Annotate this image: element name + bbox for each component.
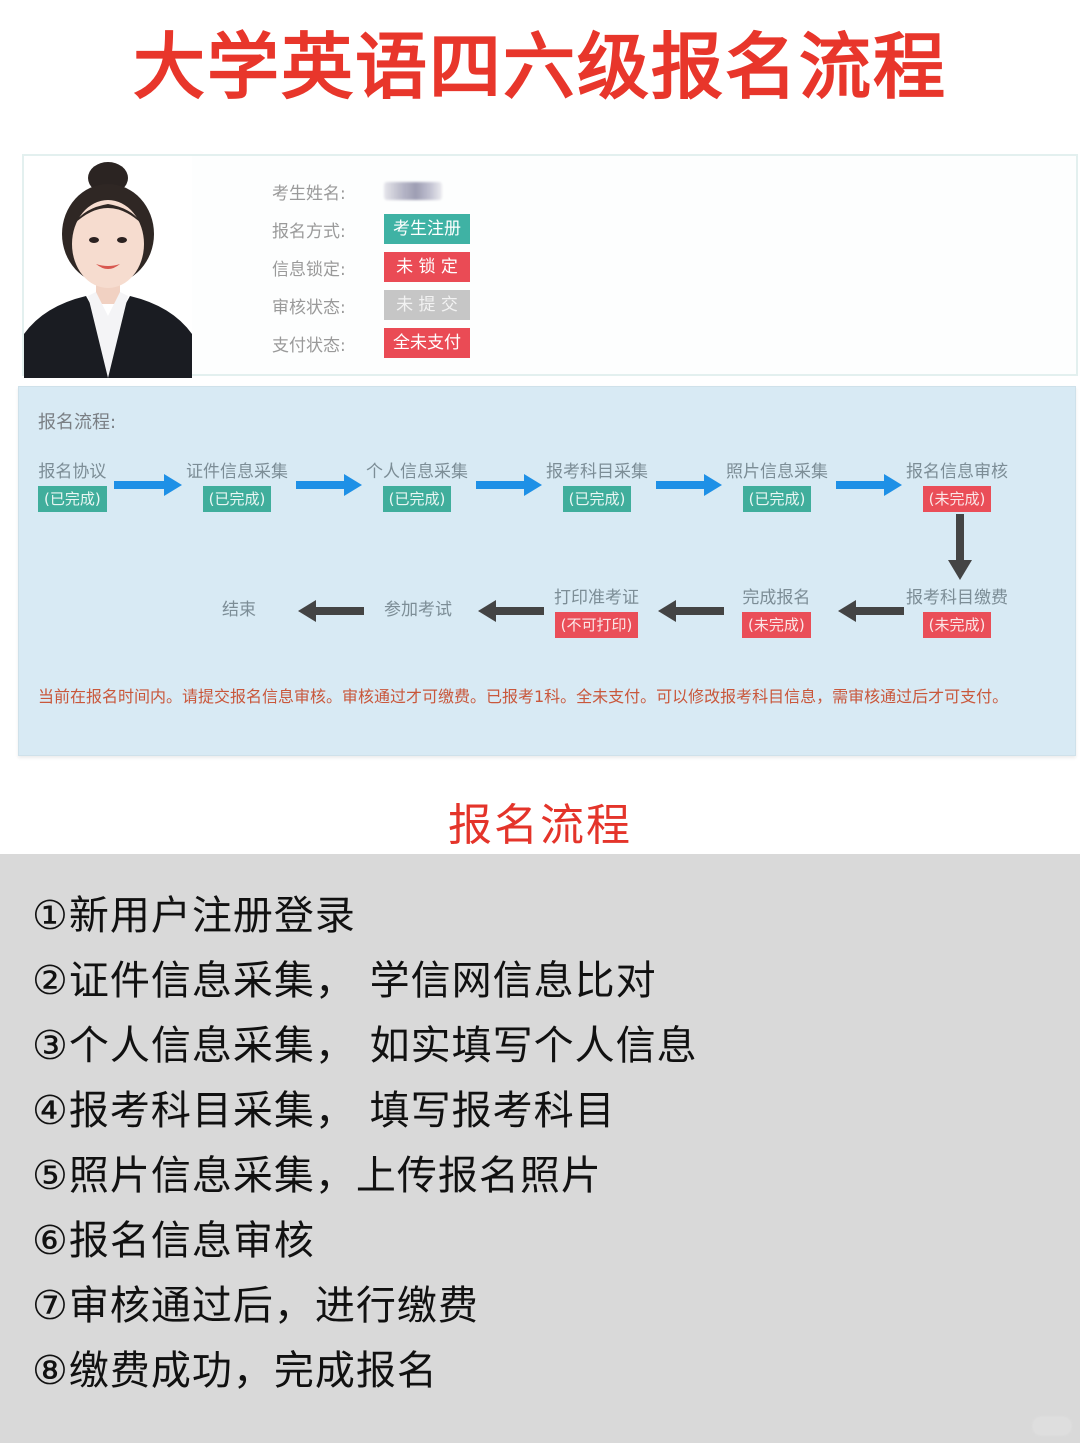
- step-label: 打印准考证: [554, 588, 639, 608]
- candidate-name-blurred: [384, 182, 442, 200]
- list-item: ①新用户注册登录: [32, 893, 356, 939]
- info-row-review-status: 审核状态: 未 提 交: [272, 286, 470, 324]
- info-row-name: 考生姓名:: [272, 172, 470, 210]
- step-agreement[interactable]: 报名协议 (已完成): [38, 460, 107, 512]
- person-photo-icon: [24, 156, 192, 378]
- steps-section-bg: [0, 854, 1080, 1443]
- list-item: ⑥报名信息审核: [32, 1218, 315, 1264]
- arrow-right-icon: [114, 474, 182, 496]
- step-list: ①新用户注册登录 ②证件信息采集， 学信网信息比对 ③个人信息采集， 如实填写个…: [32, 884, 698, 1404]
- step-label: 证件信息采集: [186, 462, 288, 482]
- payment-status-badge: 全未支付: [384, 328, 470, 358]
- info-row-registration-method: 报名方式: 考生注册: [272, 210, 470, 248]
- step-label: 报名信息审核: [906, 462, 1008, 482]
- arrow-down-icon: [948, 514, 972, 580]
- arrow-left-icon: [838, 600, 904, 622]
- step-print-admission-ticket[interactable]: 打印准考证 (不可打印): [554, 586, 639, 638]
- step-status-badge: (已完成): [562, 486, 632, 512]
- arrow-left-icon: [658, 600, 724, 622]
- arrow-left-icon: [298, 600, 364, 622]
- step-photo-info[interactable]: 照片信息采集 (已完成): [726, 460, 828, 512]
- step-take-exam: 参加考试: [384, 598, 452, 622]
- step-review[interactable]: 报名信息审核 (未完成): [906, 460, 1008, 512]
- step-status-badge: (不可打印): [554, 612, 639, 638]
- step-label: 照片信息采集: [726, 462, 828, 482]
- step-label: 报名协议: [38, 462, 107, 482]
- info-label: 信息锁定:: [272, 259, 346, 280]
- registration-process-panel: [18, 386, 1076, 756]
- arrow-left-icon: [478, 600, 544, 622]
- step-label: 完成报名: [742, 588, 811, 608]
- process-notice: 当前在报名时间内。请提交报名信息审核。审核通过才可缴费。已报考1科。全未支付。可…: [38, 687, 1009, 706]
- step-personal-info[interactable]: 个人信息采集 (已完成): [366, 460, 468, 512]
- step-status-badge: (已完成): [202, 486, 272, 512]
- section-title: 报名流程: [448, 800, 632, 851]
- step-complete-registration[interactable]: 完成报名 (未完成): [742, 586, 811, 638]
- list-item: ③个人信息采集， 如实填写个人信息: [32, 1023, 698, 1069]
- step-label: 个人信息采集: [366, 462, 468, 482]
- list-item: ②证件信息采集， 学信网信息比对: [32, 958, 657, 1004]
- step-status-badge: (已完成): [382, 486, 452, 512]
- arrow-right-icon: [296, 474, 362, 496]
- info-label: 审核状态:: [272, 297, 346, 318]
- info-label: 支付状态:: [272, 335, 346, 356]
- step-label: 报考科目采集: [546, 462, 648, 482]
- lock-status-badge: 未 锁 定: [384, 252, 470, 282]
- step-label: 报考科目缴费: [906, 588, 1008, 608]
- list-item: ⑤照片信息采集，上传报名照片: [32, 1153, 602, 1199]
- info-label: 报名方式:: [272, 221, 346, 242]
- registration-method-badge: 考生注册: [384, 214, 470, 244]
- step-status-badge: (未完成): [742, 612, 811, 638]
- info-row-payment-status: 支付状态: 全未支付: [272, 324, 470, 362]
- step-status-badge: (已完成): [742, 486, 812, 512]
- arrow-right-icon: [836, 474, 902, 496]
- step-status-badge: (未完成): [922, 612, 992, 638]
- step-payment[interactable]: 报考科目缴费 (未完成): [906, 586, 1008, 638]
- list-item: ④报考科目采集， 填写报考科目: [32, 1088, 616, 1134]
- info-label: 考生姓名:: [272, 183, 346, 204]
- step-end: 结束: [222, 598, 256, 622]
- review-status-badge: 未 提 交: [384, 290, 470, 320]
- info-row-lock-status: 信息锁定: 未 锁 定: [272, 248, 470, 286]
- step-label: 参加考试: [384, 600, 452, 620]
- arrow-right-icon: [656, 474, 722, 496]
- step-status-badge: (未完成): [922, 486, 992, 512]
- step-id-info[interactable]: 证件信息采集 (已完成): [186, 460, 288, 512]
- candidate-info-card: [22, 154, 1078, 376]
- candidate-photo: [24, 156, 192, 378]
- page-title: 大学英语四六级报名流程: [132, 25, 947, 109]
- step-label: 结束: [222, 600, 256, 620]
- list-item: ⑦审核通过后，进行缴费: [32, 1283, 479, 1329]
- process-title: 报名流程:: [38, 412, 117, 433]
- candidate-info-rows: 考生姓名: 报名方式: 考生注册 信息锁定: 未 锁 定 审核状态: 未 提 交…: [272, 172, 470, 362]
- watermark-mark: [1034, 1418, 1070, 1434]
- step-subject-info[interactable]: 报考科目采集 (已完成): [546, 460, 648, 512]
- list-item: ⑧缴费成功，完成报名: [32, 1348, 438, 1394]
- step-status-badge: (已完成): [38, 486, 107, 512]
- arrow-right-icon: [476, 474, 542, 496]
